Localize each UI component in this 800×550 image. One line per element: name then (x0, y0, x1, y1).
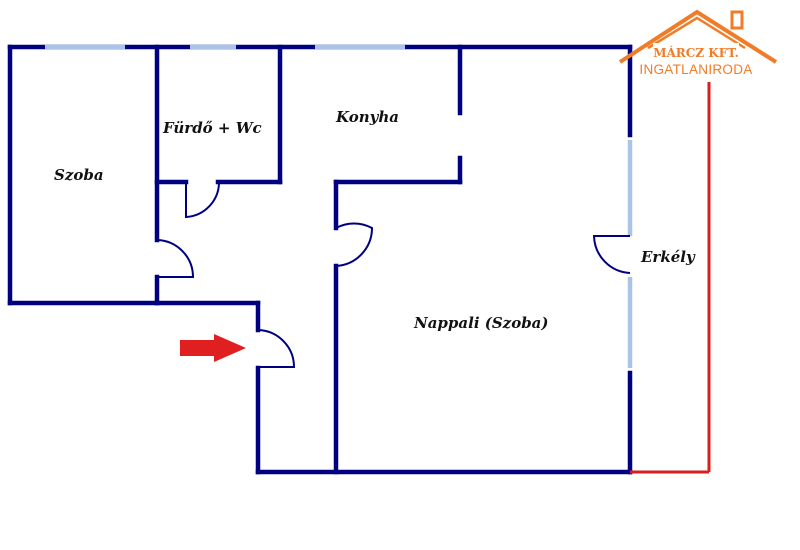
room-label-erkely: Erkély (640, 248, 696, 266)
room-label-konyha: Konyha (335, 108, 399, 126)
balcony-outline (630, 82, 711, 474)
windows (45, 44, 633, 368)
door-entrance (257, 329, 296, 368)
door-bath (185, 182, 220, 219)
door-living (335, 222, 374, 267)
entrance-arrow-icon (180, 334, 246, 362)
logo-label-background (653, 43, 739, 60)
door-szoba (156, 239, 195, 278)
door-balcony (592, 235, 631, 274)
room-label-nappali: Nappali (Szoba) (413, 314, 549, 332)
logo-company-type: INGATLANIRODA (639, 62, 752, 77)
house-roof-logo-icon (618, 9, 778, 64)
doors (156, 182, 631, 368)
room-label-szoba: Szoba (54, 166, 104, 184)
company-logo: MÁRCZ KFT. INGATLANIRODA (618, 9, 778, 77)
logo-company-name: MÁRCZ KFT. (653, 45, 739, 60)
walls (7, 44, 633, 475)
room-label-furdo: Fürdő + Wc (162, 119, 262, 137)
